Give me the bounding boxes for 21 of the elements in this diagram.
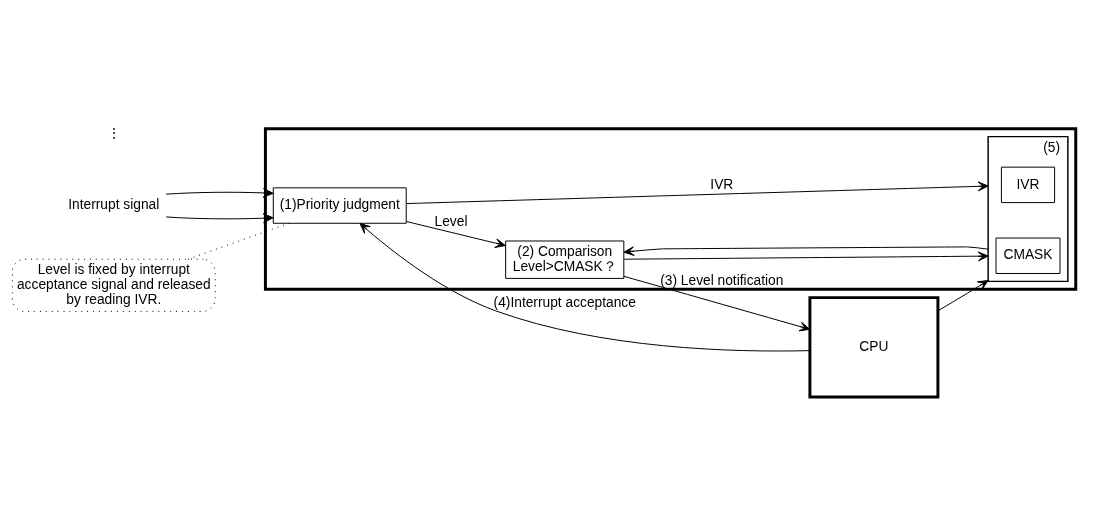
label: ⋮: [106, 125, 121, 141]
node-box: CMASK: [995, 237, 1061, 274]
edge-label: (4)Interrupt acceptance: [493, 294, 636, 310]
edge-label: IVR: [710, 176, 734, 192]
arrow: [937, 279, 989, 311]
arrow: [623, 251, 989, 261]
node-box: CPU: [808, 295, 940, 399]
node-box: (1)Priority judgment: [272, 186, 407, 224]
arrow: [405, 220, 506, 248]
arrow: [405, 180, 989, 204]
edge-label: Level: [434, 213, 468, 229]
arrow: [165, 187, 274, 198]
arrow: [359, 222, 811, 351]
node-box: (2) Comparison Level>CMASK？: [505, 240, 625, 279]
edge-label: (3) Level notification: [660, 272, 784, 288]
arrow: [623, 245, 989, 256]
node-box: Level is fixed by interrupt acceptance signal and released by reading IVR.: [11, 258, 216, 312]
node-text: Interrupt signal: [68, 196, 160, 212]
arrow: [165, 212, 274, 223]
node-box: IVR: [1000, 166, 1056, 203]
arrow: [623, 275, 811, 331]
